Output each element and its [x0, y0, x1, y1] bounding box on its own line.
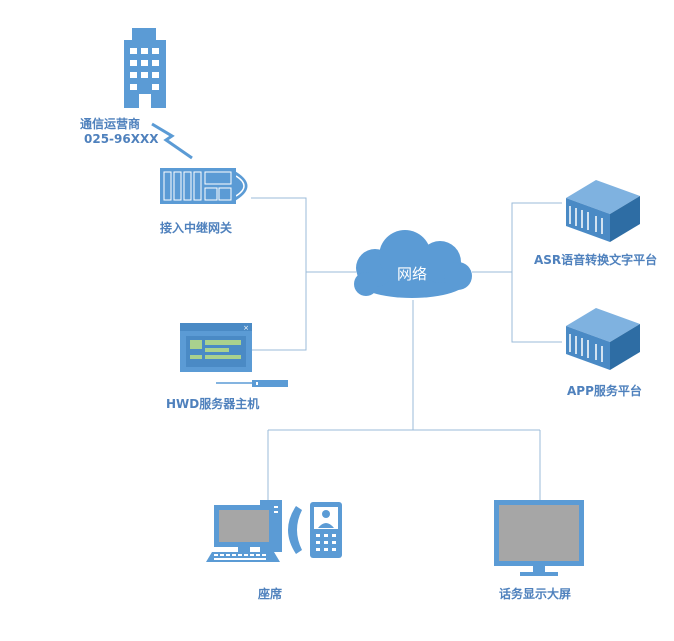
network-cable-icon — [216, 380, 288, 387]
carrier-number-label: 025-96XXX — [84, 132, 159, 146]
monitor-icon — [494, 500, 584, 576]
link-network-right-servers — [472, 202, 562, 273]
cloud-icon — [354, 230, 472, 298]
network-cloud-label: 网络 — [397, 265, 428, 283]
connection-lines — [251, 197, 562, 500]
desktop-phone-icon — [206, 500, 342, 562]
trunk-gateway-icon — [160, 168, 248, 204]
link-gateway-network — [251, 197, 356, 273]
hwd-host-label: HWD服务器主机 — [166, 397, 260, 411]
svg-text:×: × — [243, 324, 249, 332]
big-screen-label: 话务显示大屏 — [499, 587, 572, 601]
lightning-link-icon — [151, 122, 193, 160]
asr-server-rack-icon — [566, 180, 640, 242]
office-building-icon — [124, 28, 166, 108]
link-network-app — [511, 272, 562, 343]
app-platform-label: APP服务平台 — [567, 384, 642, 398]
seat-label: 座席 — [258, 587, 283, 601]
server-host-window-icon: × — [180, 323, 252, 372]
link-hwd-network — [252, 272, 307, 351]
carrier-name-label: 通信运营商 — [80, 117, 141, 131]
gateway-label: 接入中继网关 — [160, 221, 233, 235]
app-server-rack-icon — [566, 308, 640, 370]
asr-platform-label: ASR语音转换文字平台 — [534, 253, 658, 267]
